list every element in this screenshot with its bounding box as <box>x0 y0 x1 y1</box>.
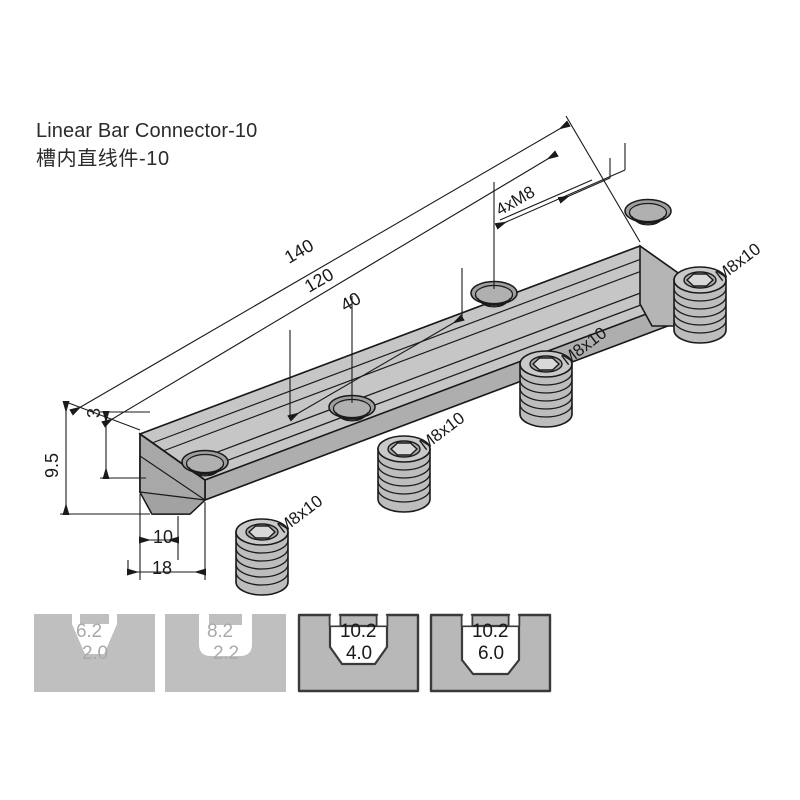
threaded-hole-4 <box>624 198 672 226</box>
dim-label-3: 3 <box>84 408 104 418</box>
dim-label-120: 120 <box>301 264 337 296</box>
screw-label-4: M8x10 <box>712 239 764 285</box>
width-dimension-group <box>126 494 207 580</box>
dim-label-140: 140 <box>281 235 317 267</box>
slot-profile-strip: 6.2 2.0 8.2 2.2 <box>0 612 800 712</box>
hole-callout-group <box>494 143 626 230</box>
slot-profile-8-2[interactable]: 8.2 2.2 <box>163 612 288 707</box>
dim-label-18: 18 <box>152 558 172 578</box>
slot-profile-6-2[interactable]: 6.2 2.0 <box>32 612 157 707</box>
slot-profile-10-2-6[interactable]: 10.2 6.0 <box>428 612 553 707</box>
dim-label-40: 40 <box>337 288 364 315</box>
height-dimension-group <box>60 400 150 516</box>
slot-profile-10-2-4[interactable]: 10.2 4.0 <box>296 612 421 707</box>
dim-label-9-5: 9.5 <box>42 453 62 478</box>
dim-label-10: 10 <box>153 527 173 547</box>
screw-label-1: M8x10 <box>274 491 326 537</box>
